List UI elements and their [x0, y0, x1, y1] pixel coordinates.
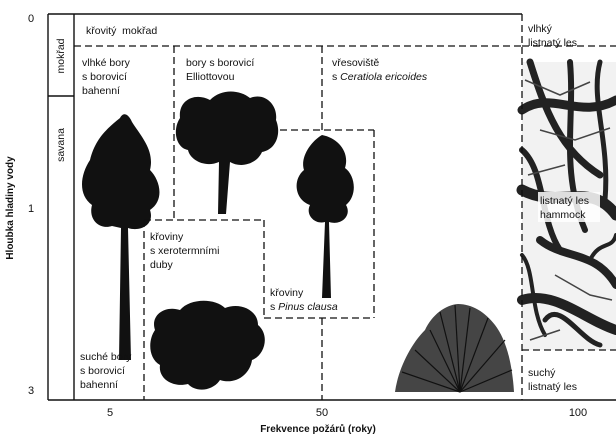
zone-vresoviste: vřesoviště s Ceratiola ericoides: [332, 57, 428, 83]
x-tick-50: 50: [316, 407, 328, 419]
svg-text:bory s borovicí: bory s borovicí: [186, 57, 254, 69]
y-tick-3: 3: [28, 385, 34, 397]
svg-text:s borovicí: s borovicí: [82, 71, 127, 83]
heath-shrub-illustration: [395, 304, 514, 392]
svg-text:s Ceratiola ericoides: s Ceratiola ericoides: [332, 71, 428, 83]
svg-text:s Pinus clausa: s Pinus clausa: [270, 301, 338, 313]
zone-bory-elliott: bory s borovicí Elliottovou: [186, 57, 254, 83]
mokrad-label: mokřad: [55, 38, 67, 73]
svg-text:duby: duby: [150, 259, 174, 271]
zone-suche-bory: suché bory s borovicí bahenní: [80, 351, 132, 391]
x-tick-100: 100: [569, 407, 587, 419]
svg-text:bahenní: bahenní: [80, 379, 118, 391]
y-axis-title: Hloubka hladiny vody: [5, 156, 16, 260]
spreading-oak-pine-illustration: [176, 92, 278, 215]
y-tick-0: 0: [28, 13, 34, 25]
y-tick-1: 1: [28, 203, 34, 215]
tall-pine-illustration: [82, 114, 159, 360]
x-axis-title: Frekvence požárů (roky): [260, 423, 376, 435]
svg-text:bahenní: bahenní: [82, 85, 120, 97]
zone-vlhky-les: vlhký listnatý les: [528, 23, 577, 49]
oak-shrub-illustration: [150, 301, 265, 390]
svg-text:listnatý les: listnatý les: [528, 381, 577, 393]
svg-text:Elliottovou: Elliottovou: [186, 71, 235, 83]
small-pine-illustration: [297, 135, 354, 298]
svg-text:s borovicí: s borovicí: [80, 365, 125, 377]
svg-text:vlhký: vlhký: [528, 23, 553, 35]
svg-text:listnatý les: listnatý les: [540, 195, 589, 207]
svg-text:křoviny: křoviny: [270, 287, 304, 299]
svg-text:s xerotermními: s xerotermními: [150, 245, 219, 257]
zone-suchy-les: suchý listnatý les: [528, 367, 577, 393]
svg-text:vlhké bory: vlhké bory: [82, 57, 131, 69]
svg-text:suché bory: suché bory: [80, 351, 132, 363]
zone-krovity-mokrad: křovitý mokřad: [86, 25, 157, 37]
zone-hammock: listnatý les hammock: [538, 192, 600, 222]
zone-kroviny-duby: křoviny s xerotermními duby: [150, 231, 219, 271]
savana-label: savana: [55, 128, 67, 162]
svg-text:suchý: suchý: [528, 367, 556, 379]
svg-text:vřesoviště: vřesoviště: [332, 57, 379, 69]
zone-vlhke-bory: vlhké bory s borovicí bahenní: [82, 57, 131, 97]
svg-text:křoviny: křoviny: [150, 231, 184, 243]
svg-text:listnatý les: listnatý les: [528, 37, 577, 49]
svg-text:hammock: hammock: [540, 209, 586, 221]
x-tick-5: 5: [107, 407, 113, 419]
